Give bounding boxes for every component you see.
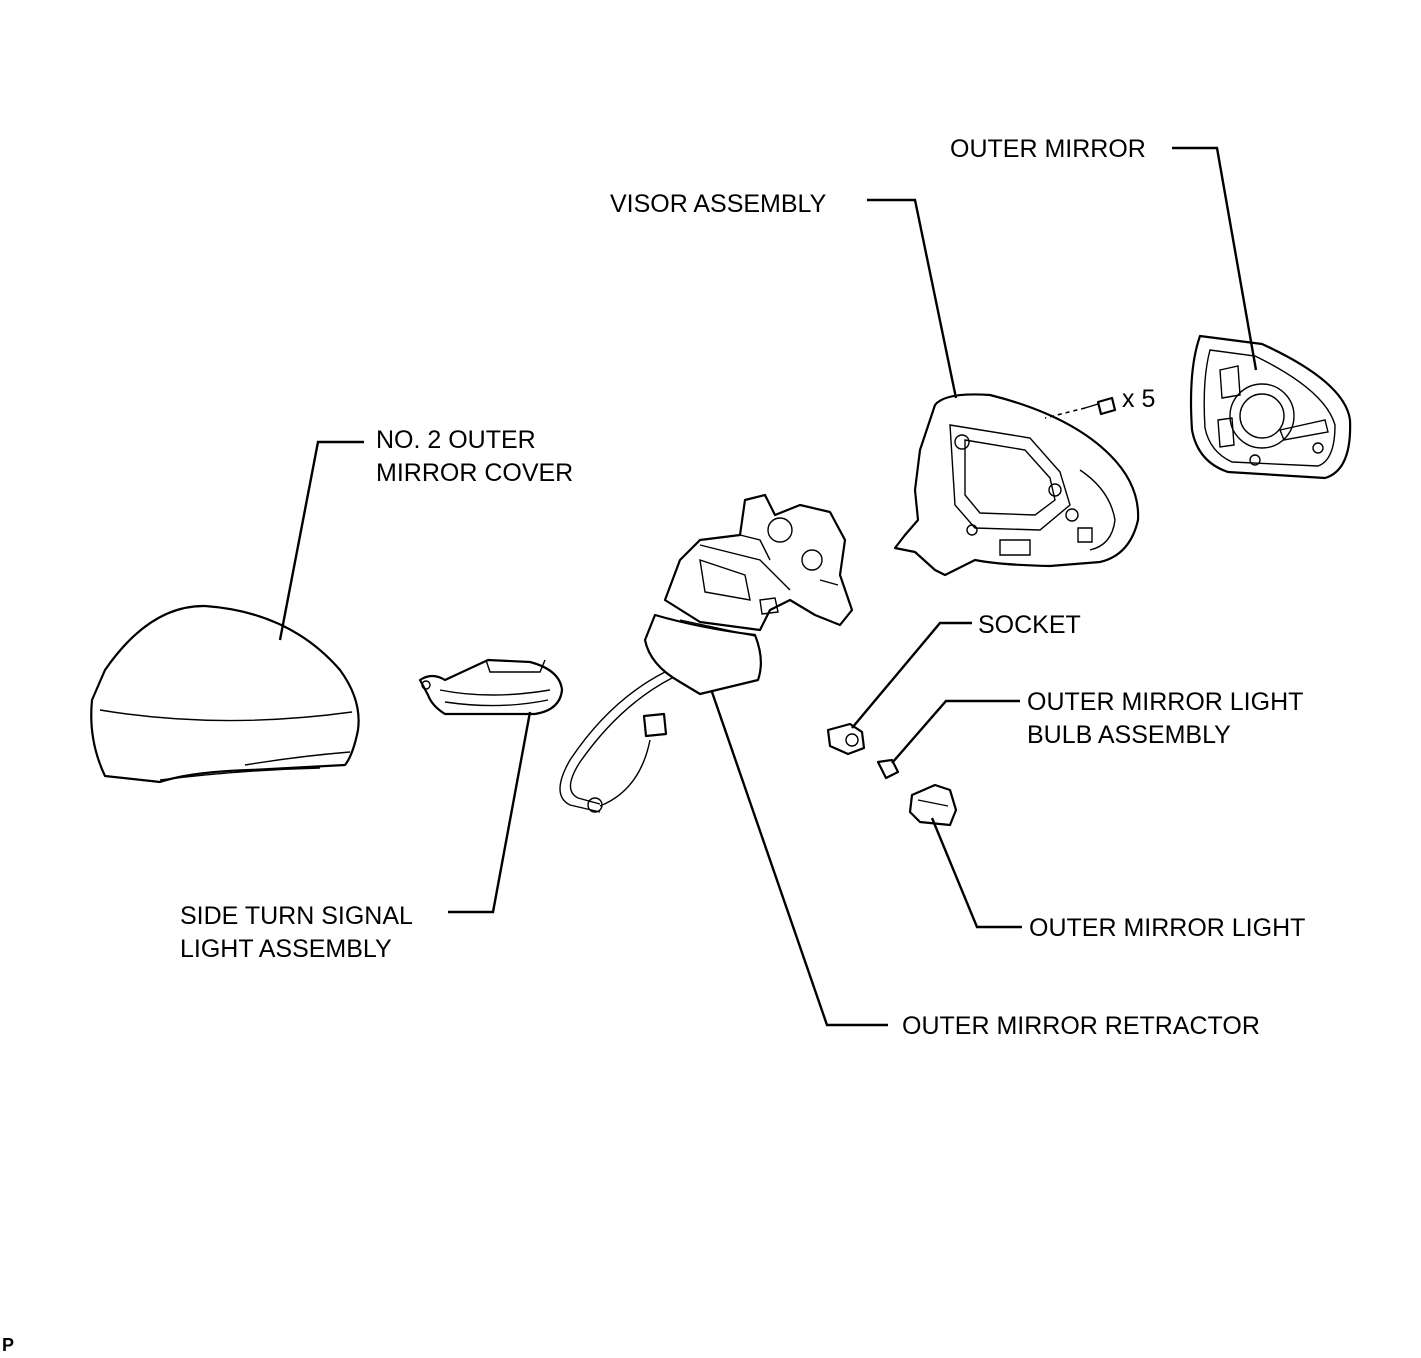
label-mirror-cover: NO. 2 OUTER MIRROR COVER [376, 426, 574, 487]
turn-signal-part [418, 658, 564, 716]
visor-assembly-part [893, 393, 1140, 577]
outer-mirror-light-part [908, 783, 958, 827]
outer-mirror-part [1189, 334, 1352, 480]
label-visor-assembly: VISOR ASSEMBLY [610, 190, 827, 218]
leader-bulb [891, 699, 1020, 764]
leader-outer-mirror-light [930, 817, 1022, 929]
bulb-part [876, 758, 900, 780]
corner-mark: P [2, 1335, 15, 1355]
label-retractor: OUTER MIRROR RETRACTOR [902, 1012, 1260, 1040]
mirror-cover-part [90, 604, 360, 784]
label-turn-signal: SIDE TURN SIGNAL LIGHT ASSEMBLY [180, 902, 413, 963]
leader-outer-mirror [1172, 146, 1258, 371]
screw-dashed-line [1044, 407, 1086, 419]
retractor-part [559, 493, 854, 813]
label-screw-quantity: x 5 [1122, 385, 1156, 413]
label-outer-mirror: OUTER MIRROR [950, 135, 1146, 163]
leader-retractor [710, 691, 888, 1027]
leader-turn-signal [448, 711, 532, 914]
socket-part [826, 722, 866, 756]
leader-socket [851, 621, 972, 729]
leader-mirror-cover [278, 440, 364, 641]
label-socket: SOCKET [978, 611, 1081, 639]
leader-visor-assembly [867, 198, 958, 399]
label-bulb-assembly: OUTER MIRROR LIGHT BULB ASSEMBLY [1027, 688, 1304, 749]
label-outer-mirror-light: OUTER MIRROR LIGHT [1029, 914, 1306, 942]
screw-part [1084, 396, 1117, 416]
